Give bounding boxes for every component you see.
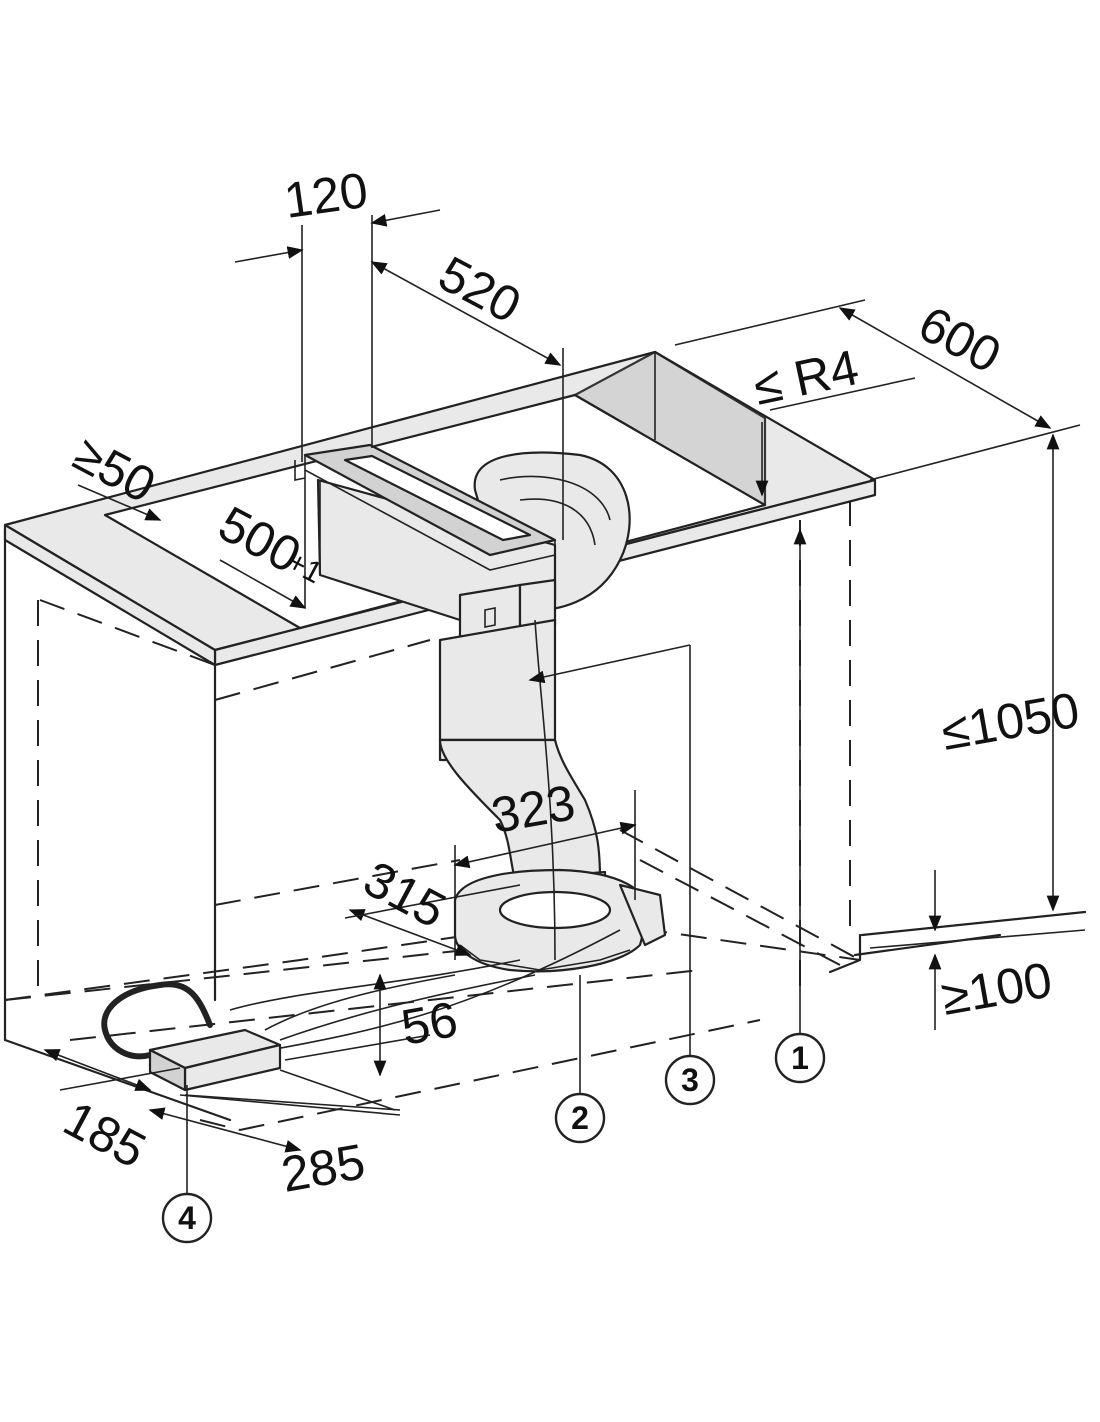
dimension-lines (43, 209, 1086, 1195)
svg-text:4: 4 (178, 1200, 196, 1236)
svg-text:1: 1 (791, 1040, 809, 1076)
downdraft-unit (303, 443, 631, 644)
dim-600: 600 (910, 295, 1010, 384)
callout-1: 1 (774, 1032, 826, 1084)
svg-text:3: 3 (681, 1062, 699, 1098)
control-box (148, 1028, 282, 1092)
dim-285: 285 (277, 1133, 369, 1203)
dim-min-100: ≥100 (937, 951, 1056, 1025)
dim-r4: ≤ R4 (749, 339, 864, 416)
callout-3: 3 (664, 1054, 716, 1106)
duct (438, 618, 667, 973)
dim-520: 520 (430, 245, 530, 334)
dim-185: 185 (55, 1090, 155, 1179)
dim-max-1050: ≤1050 (937, 682, 1083, 761)
dim-120: 120 (281, 162, 371, 229)
callout-4: 4 (161, 1192, 213, 1244)
callout-2: 2 (554, 1092, 606, 1144)
dim-315: 315 (355, 850, 455, 939)
dim-56: 56 (397, 991, 462, 1056)
svg-text:2: 2 (571, 1100, 589, 1136)
